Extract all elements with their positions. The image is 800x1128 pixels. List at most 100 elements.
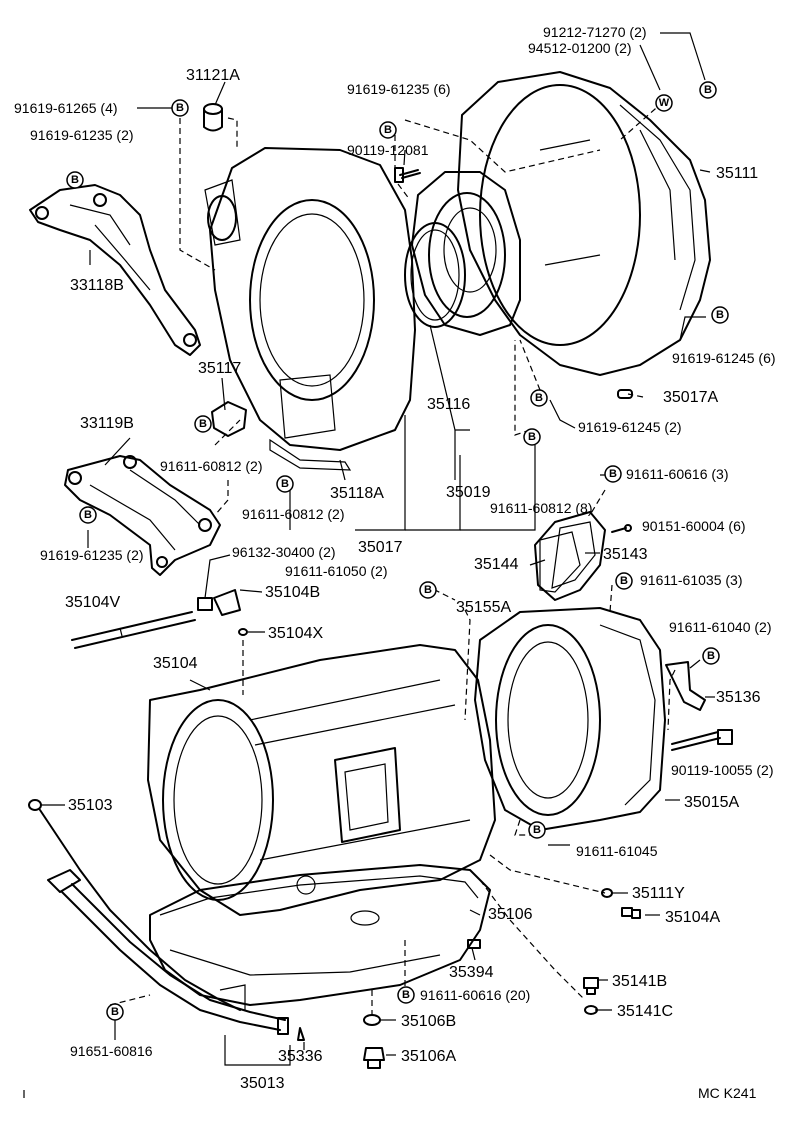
part-label: 35136 xyxy=(716,689,761,706)
b-marker: B xyxy=(699,81,717,99)
part-label: 35104 xyxy=(153,655,198,672)
part-label: 91611-60616 (3) xyxy=(626,466,728,482)
part-35106-oil-pan xyxy=(149,864,491,1006)
b-marker: B xyxy=(379,121,397,139)
svg-text:B: B xyxy=(533,824,541,836)
part-35336 xyxy=(297,1027,305,1041)
part-label: 94512-01200 (2) xyxy=(528,40,632,56)
b-marker: B xyxy=(604,465,622,483)
part-label: 31121A xyxy=(186,67,240,84)
part-label: 35141C xyxy=(617,1003,673,1020)
part-90119-10055-bolt xyxy=(671,729,733,751)
part-label: 91212-71270 (2) xyxy=(543,24,647,40)
svg-text:B: B xyxy=(424,584,432,596)
b-marker: B xyxy=(530,389,548,407)
svg-text:B: B xyxy=(716,309,724,321)
part-35103-dipstick xyxy=(28,799,241,1011)
part-label: 90151-60004 (6) xyxy=(642,518,746,534)
part-label: 91611-61045 xyxy=(576,843,658,859)
b-marker: B xyxy=(523,428,541,446)
part-35144-gasket xyxy=(539,531,581,593)
part-35106b-gasket xyxy=(363,1014,381,1026)
part-35104a-plug xyxy=(621,907,641,919)
part-label: 35106 xyxy=(488,906,533,923)
part-35106a-drain-plug xyxy=(363,1047,385,1069)
part-label: 91611-60616 (20) xyxy=(420,987,530,1003)
part-35104-transmission-case xyxy=(147,644,496,916)
b-marker: B xyxy=(615,572,633,590)
part-35104v-pipes xyxy=(71,611,196,649)
part-label: 35118A xyxy=(330,485,384,502)
svg-text:W: W xyxy=(659,97,670,109)
part-label: 35111 xyxy=(716,165,758,182)
part-label: 35013 xyxy=(240,1075,285,1092)
svg-text:B: B xyxy=(528,431,536,443)
svg-text:B: B xyxy=(176,102,184,114)
b-marker: B xyxy=(711,306,729,324)
svg-text:B: B xyxy=(402,989,410,1001)
part-label: 35017A xyxy=(663,389,718,406)
part-label: 90119-10055 (2) xyxy=(671,762,773,778)
part-35013-filler-tube xyxy=(47,869,289,1035)
part-label: 91651-60816 xyxy=(70,1043,153,1059)
svg-text:B: B xyxy=(707,650,715,662)
part-35111-bell-housing xyxy=(457,71,711,376)
part-label: 35106B xyxy=(401,1013,456,1030)
part-label: 90119-12081 xyxy=(347,142,429,158)
part-label: 35143 xyxy=(603,546,648,563)
part-35141b-plug xyxy=(583,977,599,995)
b-marker: B xyxy=(66,171,84,189)
part-label: 33119B xyxy=(80,415,134,432)
b-marker: B xyxy=(528,821,546,839)
part-35118a-plate xyxy=(204,147,416,471)
leader-lines xyxy=(42,32,715,1066)
b-marker: B xyxy=(79,506,97,524)
part-label: 35015A xyxy=(684,794,739,811)
b-marker-group: B W B B B B B B B B B B B B B B B B xyxy=(66,81,729,1021)
part-label: 35117 xyxy=(198,360,241,377)
b-marker: B xyxy=(106,1003,124,1021)
w-marker: W xyxy=(655,94,673,112)
b-marker: B xyxy=(702,647,720,665)
part-33118b-bracket xyxy=(29,184,201,356)
part-90119-12081-bolt xyxy=(394,167,421,183)
svg-text:B: B xyxy=(111,1006,119,1018)
part-label: 91611-60812 (8) xyxy=(490,500,592,516)
part-labels: 91212-71270 (2) 94512-01200 (2) 31121A 9… xyxy=(14,24,776,1101)
part-label: 91611-61035 (3) xyxy=(640,572,742,588)
part-label: 91619-61235 (6) xyxy=(347,81,451,97)
part-label: 35336 xyxy=(278,1048,323,1065)
part-label: 35104B xyxy=(265,584,320,601)
part-35015a-extension-housing xyxy=(474,607,666,831)
part-label: 96132-30400 (2) xyxy=(232,544,336,560)
part-label: 91619-61245 (6) xyxy=(672,350,776,366)
svg-text:B: B xyxy=(384,124,392,136)
svg-text:B: B xyxy=(199,418,207,430)
part-label: 35141B xyxy=(612,973,667,990)
diagram-code: MC K241 xyxy=(698,1085,757,1101)
part-label: 35106A xyxy=(401,1048,456,1065)
b-marker: B xyxy=(194,415,212,433)
part-label: 35104X xyxy=(268,625,323,642)
b-marker: B xyxy=(171,99,189,117)
svg-text:B: B xyxy=(84,509,92,521)
part-label: 91619-61265 (4) xyxy=(14,100,118,116)
part-90151-60004-screw xyxy=(611,524,632,533)
part-35104x-oring xyxy=(238,628,248,636)
part-label: 35394 xyxy=(449,964,494,981)
b-marker: B xyxy=(397,986,415,1004)
part-35104b-union xyxy=(197,589,241,616)
svg-text:B: B xyxy=(609,468,617,480)
part-label: 33118B xyxy=(70,277,124,294)
part-label: 35017 xyxy=(358,539,403,556)
part-35394-magnet xyxy=(467,939,481,949)
part-label: 35104A xyxy=(665,909,720,926)
part-35136-lever xyxy=(665,661,706,711)
part-label: 35116 xyxy=(427,396,470,413)
part-label: 91619-61235 (2) xyxy=(40,547,144,563)
svg-text:B: B xyxy=(704,84,712,96)
svg-text:B: B xyxy=(71,174,79,186)
part-35117-cover xyxy=(211,401,247,437)
part-label: 35019 xyxy=(446,484,491,501)
